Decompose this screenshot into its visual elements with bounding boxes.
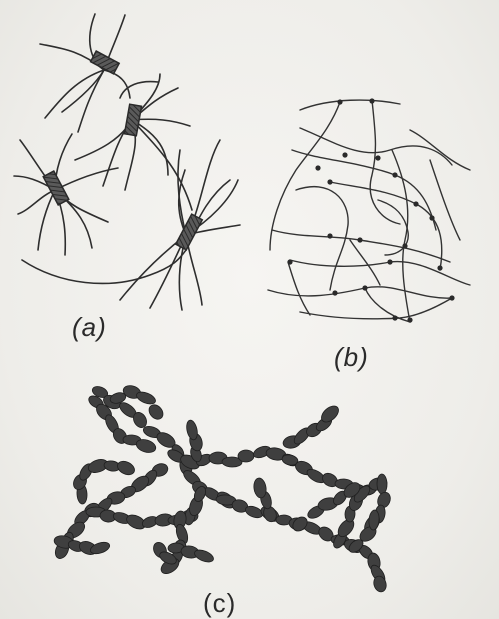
panel-b-chains: [268, 100, 470, 322]
particle: [377, 474, 387, 494]
panel-a-chains: [14, 14, 240, 310]
particle: [146, 402, 166, 422]
panel-c-particle-aggregate: [53, 384, 393, 594]
panel-b-label: (b): [334, 342, 369, 373]
particle: [238, 450, 254, 462]
panel-a-label: (a): [72, 312, 107, 343]
particle: [115, 459, 136, 478]
panel-c-label: (c): [203, 588, 236, 619]
panel-b-crosslinked-network: [268, 98, 470, 322]
particle: [368, 510, 380, 531]
panel-a-associative-network: [14, 14, 240, 310]
panel-c-particles: [53, 384, 393, 594]
